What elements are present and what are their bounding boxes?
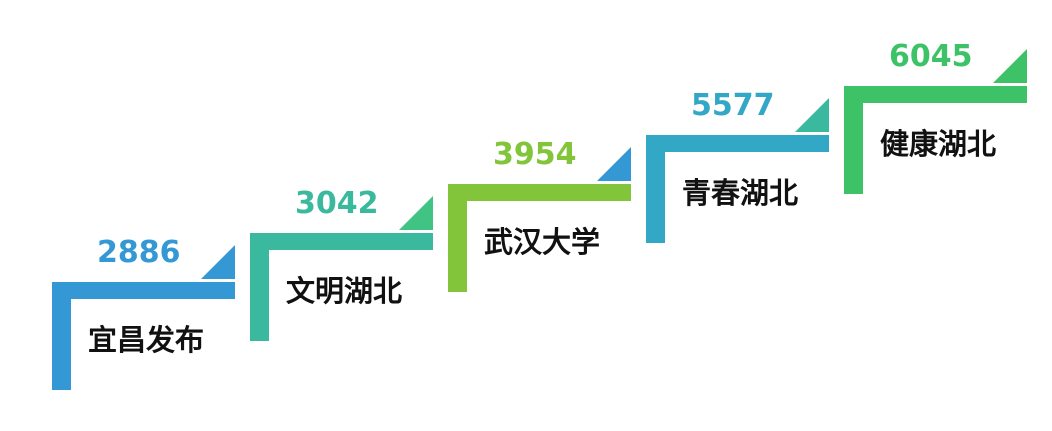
category-label: 青春湖北: [682, 176, 798, 210]
category-label: 宜昌发布: [88, 323, 204, 357]
step-bar: [52, 282, 235, 299]
step-5: 6045 健康湖北: [844, 39, 1027, 194]
value-label: 3954: [493, 137, 577, 172]
category-label: 健康湖北: [880, 127, 996, 161]
step-leg: [52, 282, 71, 390]
value-label: 6045: [889, 39, 973, 74]
value-label: 2886: [97, 235, 181, 270]
value-label: 3042: [295, 186, 379, 221]
step-leg: [646, 135, 665, 243]
step-triangle: [795, 98, 829, 132]
step-triangle: [993, 49, 1027, 83]
step-1: 2886 宜昌发布: [52, 235, 235, 390]
step-bar: [646, 135, 829, 152]
value-label: 5577: [691, 88, 775, 123]
step-bar: [448, 184, 631, 201]
step-4: 5577 青春湖北: [646, 88, 829, 243]
step-leg: [448, 184, 467, 292]
step-triangle: [399, 196, 433, 230]
category-label: 武汉大学: [484, 225, 600, 259]
category-label: 文明湖北: [286, 274, 402, 308]
step-bar: [844, 86, 1027, 103]
step-bar: [250, 233, 433, 250]
step-triangle: [201, 245, 235, 279]
step-leg: [250, 233, 269, 341]
step-2: 3042 文明湖北: [250, 186, 433, 341]
step-3: 3954 武汉大学: [448, 137, 631, 292]
step-leg: [844, 86, 863, 194]
step-triangle: [597, 147, 631, 181]
